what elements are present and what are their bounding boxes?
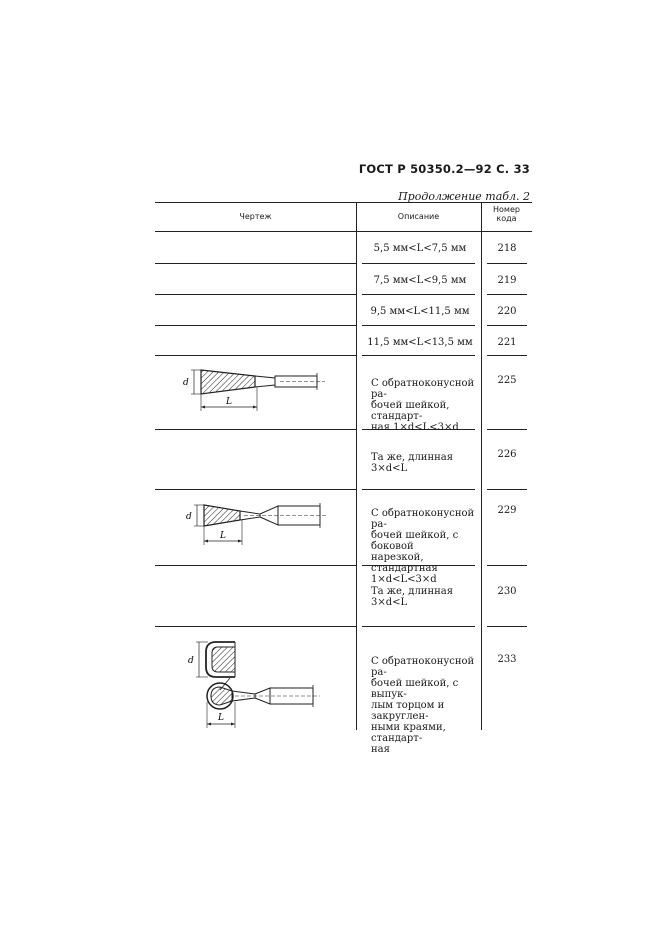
row-rule-code xyxy=(487,565,527,566)
row-code: 225 xyxy=(497,375,517,386)
row-rule-code xyxy=(487,294,527,295)
row-rule-description xyxy=(362,626,475,627)
description-line: ная 1×d<L<3×d xyxy=(371,422,459,433)
description-line: ными краями, стандарт- xyxy=(371,722,446,744)
row-rule-description xyxy=(362,489,475,490)
table-continuation-label: Продолжение табл. 2 xyxy=(398,190,530,203)
description-line: лым торцом и закруглен- xyxy=(371,700,445,722)
column-divider-1 xyxy=(356,202,357,730)
row-code: 220 xyxy=(497,306,517,317)
row-rule-description xyxy=(362,325,475,326)
row-description: 5,5 мм<L<7,5 мм xyxy=(373,243,467,254)
row-rule-drawing xyxy=(155,325,356,326)
dimension-label-L: L xyxy=(217,713,224,723)
table-top-rule xyxy=(155,202,532,203)
row-description: Та же, длинная 3×d<L xyxy=(371,452,479,474)
row-code: 226 xyxy=(497,449,517,460)
description-line: бочей шейкой, стандарт- xyxy=(371,400,450,422)
description-line: бочей шейкой, с боковой xyxy=(371,530,459,552)
bur-neck xyxy=(254,375,276,388)
row-rule-drawing xyxy=(155,263,356,264)
description-line: С обратноконусной ра- xyxy=(371,508,475,530)
row-rule-drawing xyxy=(155,489,356,490)
row-code: 229 xyxy=(497,505,517,516)
row-description: С обратноконусной ра- бочей шейкой, стан… xyxy=(371,378,479,433)
row-rule-description xyxy=(362,294,475,295)
description-line: ная xyxy=(371,744,390,755)
row-rule-description xyxy=(362,429,475,430)
description-line: нарезкой, стандартная xyxy=(371,552,438,574)
column-header-description: Описание xyxy=(397,212,440,221)
column-header-code-line1: Номер xyxy=(493,205,520,214)
drawing-reverse-cone-bur-side-cut: d L xyxy=(186,503,326,545)
description-line: 3×d<L xyxy=(371,597,408,608)
row-rule-code xyxy=(487,263,527,264)
description-line: С обратноконусной ра- xyxy=(371,378,475,400)
row-rule-drawing xyxy=(155,294,356,295)
row-code: 221 xyxy=(497,337,517,348)
row-description: С обратноконусной ра- бочей шейкой, с вы… xyxy=(371,656,479,755)
bur-convex-end xyxy=(206,682,234,710)
row-rule-drawing xyxy=(155,626,356,627)
row-rule-code xyxy=(487,489,527,490)
row-description: 7,5 мм<L<9,5 мм xyxy=(373,275,467,286)
drawing-reverse-cone-bur-convex-end: d L xyxy=(188,641,320,728)
description-line: С обратноконусной ра- xyxy=(371,656,475,678)
dimension-label-L: L xyxy=(225,397,232,407)
row-code: 230 xyxy=(497,586,517,597)
row-rule-code xyxy=(487,626,527,627)
row-description: 11,5 мм<L<13,5 мм xyxy=(367,337,473,348)
column-divider-2 xyxy=(481,202,482,730)
row-rule-code xyxy=(487,355,527,356)
dimension-label-d: d xyxy=(186,512,192,522)
row-rule-description xyxy=(362,565,475,566)
row-rule-drawing xyxy=(155,429,356,430)
dimension-label-d: d xyxy=(188,656,194,666)
row-rule-code xyxy=(487,325,527,326)
dimension-label-d: d xyxy=(183,378,189,388)
row-rule-drawing xyxy=(155,355,356,356)
row-description: Та же, длинная 3×d<L xyxy=(371,586,479,608)
bur-head xyxy=(203,504,241,527)
bur-head-profile xyxy=(205,641,235,678)
dimension-label-L: L xyxy=(219,531,226,541)
row-description: 9,5 мм<L<11,5 мм xyxy=(370,306,470,317)
row-rule-drawing xyxy=(155,565,356,566)
row-description: С обратноконусной ра- бочей шейкой, с бо… xyxy=(371,508,479,585)
description-line: бочей шейкой, с выпук- xyxy=(371,678,459,700)
bur-head xyxy=(200,369,256,395)
table-header-rule xyxy=(155,231,532,232)
row-rule-description xyxy=(362,263,475,264)
row-code: 233 xyxy=(497,654,517,665)
row-rule-code xyxy=(487,429,527,430)
page-header: ГОСТ Р 50350.2—92 С. 33 xyxy=(358,162,530,176)
row-rule-description xyxy=(362,355,475,356)
row-code: 218 xyxy=(497,243,517,254)
column-header-drawing: Чертеж xyxy=(239,212,272,221)
description-line: 1×d<L<3×d xyxy=(371,574,437,585)
column-header-code-line2: кода xyxy=(496,214,517,223)
drawing-reverse-cone-bur: d L xyxy=(183,369,325,411)
description-line: Та же, длинная xyxy=(371,586,454,597)
row-code: 219 xyxy=(497,275,517,286)
description-line: 3×d<L xyxy=(371,463,408,474)
description-line: Та же, длинная xyxy=(371,452,454,463)
